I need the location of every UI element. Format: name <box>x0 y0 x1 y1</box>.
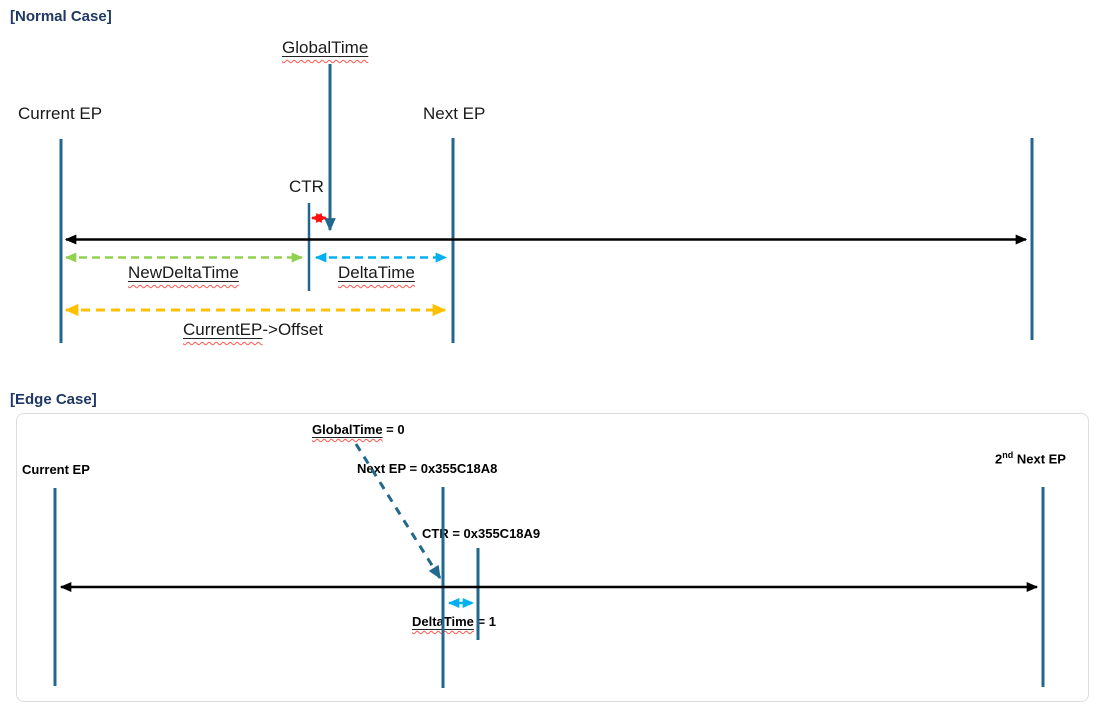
edge-globaltime-value: = 0 <box>382 422 405 437</box>
edge-ctr-label: CTR = 0x355C18A9 <box>422 526 541 541</box>
normal-case-title: [Normal Case] <box>10 8 112 25</box>
current-ep-offset-link-text: CurrentEP <box>183 320 263 339</box>
edge-delta-time-text: DeltaTime <box>412 614 474 629</box>
current-ep-offset-label: CurrentEP->Offset <box>183 320 323 340</box>
edge-globaltime-text: GlobalTime <box>312 422 383 437</box>
edge-second-next-ep-ordinal: nd <box>1002 450 1014 460</box>
edge-case-panel <box>16 413 1089 702</box>
edge-delta-time-value: = 1 <box>473 614 496 629</box>
globaltime-label: GlobalTime <box>282 38 368 58</box>
current-ep-label: Current EP <box>18 104 103 123</box>
edge-delta-time-label: DeltaTime = 1 <box>412 614 496 630</box>
delta-time-text: DeltaTime <box>338 263 415 282</box>
new-delta-time-text: NewDeltaTime <box>128 263 239 282</box>
edge-current-ep-label: Current EP <box>22 462 90 477</box>
edge-second-next-ep-num: 2 <box>995 451 1003 467</box>
new-delta-time-label: NewDeltaTime <box>128 263 239 283</box>
edge-next-ep-label: Next EP = 0x355C18A8 <box>357 461 498 476</box>
edge-second-next-ep-label: 2nd Next EP <box>995 450 1066 467</box>
current-ep-offset-rest-text: ->Offset <box>262 320 324 339</box>
delta-time-label: DeltaTime <box>338 263 415 283</box>
edge-case-title: [Edge Case] <box>10 391 97 408</box>
ctr-label: CTR <box>289 177 324 196</box>
next-ep-label: Next EP <box>423 104 486 123</box>
globaltime-text: GlobalTime <box>282 38 369 57</box>
edge-second-next-ep-rest: Next EP <box>1013 451 1066 467</box>
edge-globaltime-label: GlobalTime = 0 <box>312 422 405 438</box>
